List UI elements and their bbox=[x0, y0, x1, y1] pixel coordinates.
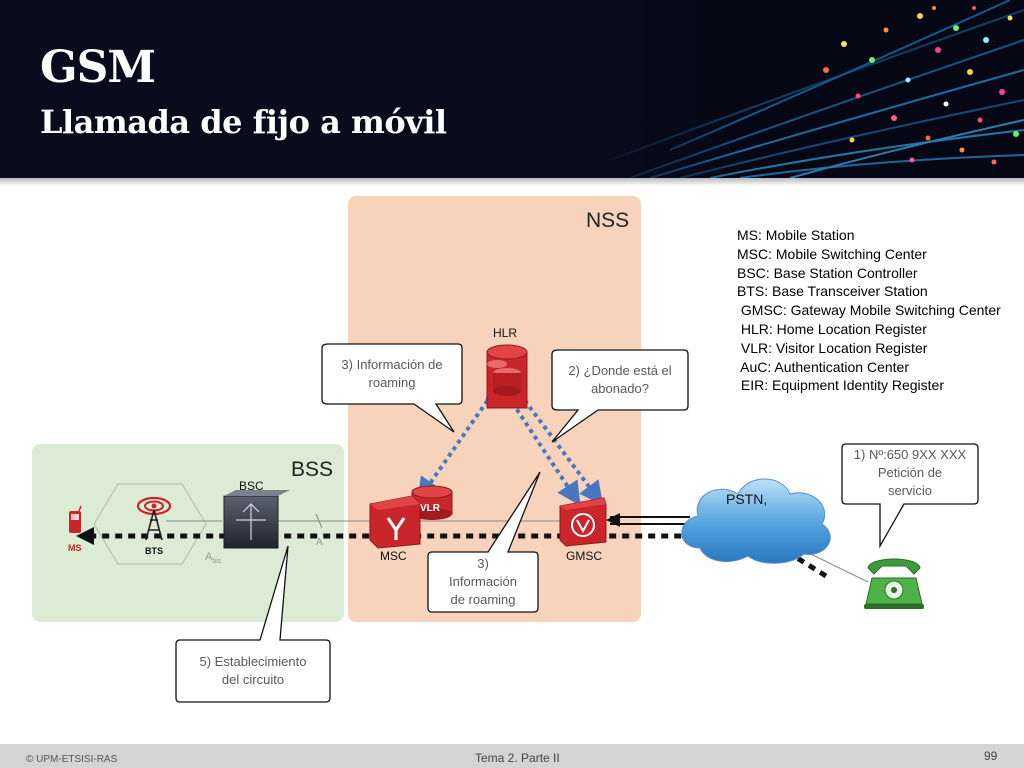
msc-label: MSC bbox=[380, 549, 407, 563]
bsc-label: BSC bbox=[239, 479, 264, 493]
a-interface-label: A bbox=[316, 537, 323, 548]
legend-item: MS: Mobile Station bbox=[737, 227, 855, 243]
signalling-arrows bbox=[417, 377, 604, 507]
legend-item: BSC: Base Station Controller bbox=[737, 264, 918, 281]
fiber-optics-image bbox=[590, 0, 1024, 178]
callout-donde-esta-abonado bbox=[551, 349, 689, 443]
gmsc-node bbox=[559, 497, 607, 547]
bts-cell-hexagon bbox=[93, 483, 207, 565]
callout-informacion-roaming-left bbox=[321, 343, 463, 433]
page-number: 99 bbox=[984, 749, 998, 763]
slide-title: GSM bbox=[40, 42, 156, 93]
gmsc-label: GMSC bbox=[566, 549, 602, 563]
hlr-node bbox=[486, 344, 528, 409]
slide-footer: © UPM-ETSISI-RAS Tema 2. Parte II 99 bbox=[0, 744, 1024, 768]
callout-informacion-roaming-bottom bbox=[427, 471, 541, 613]
header-shadow bbox=[0, 178, 1024, 186]
mobile-phone-icon bbox=[69, 505, 82, 533]
fiber-light-dots bbox=[823, 6, 1019, 165]
pstn-label: PSTN, bbox=[726, 491, 767, 507]
acronym-legend: MS: Mobile Station MSC: Mobile Switching… bbox=[737, 226, 1001, 395]
bts-antenna-icon bbox=[136, 496, 172, 541]
callout-bubbles bbox=[175, 343, 979, 703]
bss-region bbox=[32, 444, 344, 622]
slide-header: GSM Llamada de fijo a móvil bbox=[0, 0, 1024, 178]
bsc-node bbox=[223, 490, 290, 549]
ms-label: MS bbox=[68, 543, 82, 553]
legend-item: GMSC: Gateway Mobile Switching Center bbox=[737, 302, 1001, 319]
callout-peticion-servicio bbox=[841, 443, 979, 549]
nss-label: NSS bbox=[586, 209, 629, 232]
msc-node bbox=[369, 495, 421, 549]
legend-item: AuC: Authentication Center bbox=[737, 358, 909, 375]
slide-subtitle: Llamada de fijo a móvil bbox=[40, 103, 447, 141]
call-path-arrow bbox=[76, 527, 828, 579]
legend-item: BTS: Base Transceiver Station bbox=[737, 283, 928, 300]
abis-interface-label: Abis bbox=[205, 551, 222, 565]
copyright-text: © UPM-ETSISI-RAS bbox=[26, 754, 118, 765]
legend-item: VLR: Visitor Location Register bbox=[737, 339, 928, 356]
pstn-gmsc-link bbox=[606, 513, 690, 527]
vlr-node bbox=[411, 485, 453, 520]
legend-item: EIR: Equipment Identity Register bbox=[737, 377, 944, 394]
landline-phone-icon bbox=[864, 558, 924, 609]
legend-item: HLR: Home Location Register bbox=[737, 320, 927, 337]
bss-label: BSS bbox=[291, 458, 333, 481]
hlr-label: HLR bbox=[493, 326, 517, 340]
footer-topic: Tema 2. Parte II bbox=[475, 751, 560, 765]
bts-label: BTS bbox=[145, 546, 163, 556]
pstn-cloud bbox=[681, 478, 831, 564]
callout-establecimiento-circuito bbox=[175, 545, 331, 703]
vlr-label: VLR bbox=[420, 503, 441, 514]
legend-item: MSC: Mobile Switching Center bbox=[737, 245, 927, 262]
